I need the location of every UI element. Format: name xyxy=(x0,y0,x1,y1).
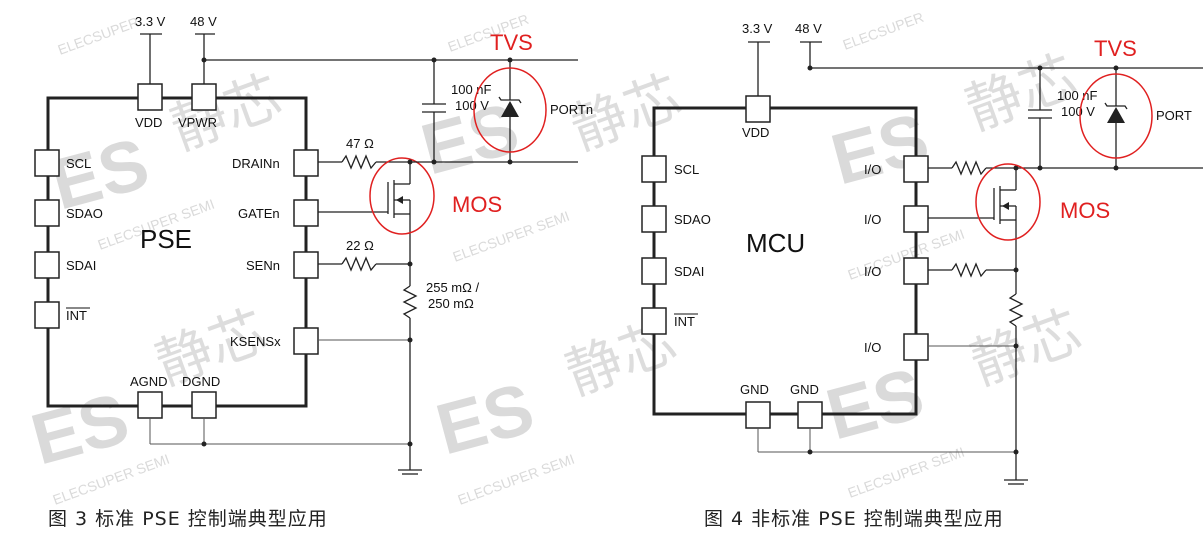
pin-gaten-label: GATEn xyxy=(238,206,280,221)
pin-vpwr-label: VPWR xyxy=(178,115,217,130)
pin-ksensx-label: KSENSx xyxy=(230,334,281,349)
pin-gnd-1 xyxy=(745,401,771,429)
r-sense-label-2: 250 mΩ xyxy=(428,296,474,311)
mcu-schematic: 3.3 V 48 V MCU VDD SCL SDAO SDAI INT I/O… xyxy=(641,21,1203,485)
mos-label: MOS xyxy=(452,192,502,217)
pin-int-label: INT xyxy=(66,308,87,323)
pin-io-4 xyxy=(903,333,929,361)
supply-48v-label: 48 V xyxy=(795,21,822,36)
pin-io-2 xyxy=(903,205,929,233)
pin-io-1 xyxy=(903,155,929,183)
mosfet-symbol xyxy=(387,162,411,266)
supply-3v3-label: 3.3 V xyxy=(135,14,166,29)
pin-sdai xyxy=(34,251,60,279)
watermark-text: ELECSUPER xyxy=(841,9,926,53)
cap-voltage: 100 V xyxy=(1061,104,1095,119)
pin-drainn xyxy=(293,149,319,177)
pin-vdd-label: VDD xyxy=(742,125,769,140)
supply-48v-label: 48 V xyxy=(190,14,217,29)
port-label: PORTn xyxy=(550,102,593,117)
pin-sdao xyxy=(641,205,667,233)
tvs-highlight xyxy=(473,67,547,153)
cap-value: 100 nF xyxy=(1057,88,1098,103)
pin-io-3 xyxy=(903,257,929,285)
watermark-logo: ES xyxy=(428,368,541,470)
mcu-chip-label: MCU xyxy=(746,228,805,258)
pin-io-2-label: I/O xyxy=(864,212,881,227)
pin-gaten xyxy=(293,199,319,227)
pin-sdao xyxy=(34,199,60,227)
watermark-logo: ES xyxy=(23,378,136,480)
pin-ksensx xyxy=(293,327,319,355)
r-sen-label: 22 Ω xyxy=(346,238,374,253)
watermark-logo: ES xyxy=(823,98,936,200)
tvs-highlight xyxy=(1079,73,1153,159)
r-drain-label: 47 Ω xyxy=(346,136,374,151)
pin-io-4-label: I/O xyxy=(864,340,881,355)
pse-chip-label: PSE xyxy=(140,224,192,254)
r-sense-label-1: 255 mΩ / xyxy=(426,280,479,295)
mos-highlight xyxy=(369,157,435,235)
watermark-cn: 静芯 xyxy=(163,64,290,163)
pin-gnd-1-label: GND xyxy=(740,382,769,397)
pin-int xyxy=(34,301,60,329)
cap-value: 100 nF xyxy=(451,82,492,97)
pin-scl-label: SCL xyxy=(66,156,91,171)
pin-senn xyxy=(293,251,319,279)
pin-agnd-label: AGND xyxy=(130,374,168,389)
pin-vdd xyxy=(137,83,163,111)
pin-io-3-label: I/O xyxy=(864,264,881,279)
pin-sdao-label: SDAO xyxy=(674,212,711,227)
pin-sdao-label: SDAO xyxy=(66,206,103,221)
pin-gnd-2-label: GND xyxy=(790,382,819,397)
mos-label: MOS xyxy=(1060,198,1110,223)
pin-io-1-label: I/O xyxy=(864,162,881,177)
pin-dgnd xyxy=(191,391,217,419)
cap-voltage: 100 V xyxy=(455,98,489,113)
tvs-label: TVS xyxy=(1094,36,1137,61)
pin-senn-label: SENn xyxy=(246,258,280,273)
pin-drainn-label: DRAINn xyxy=(232,156,280,171)
pin-scl xyxy=(34,149,60,177)
mos-highlight xyxy=(975,163,1041,241)
caption-figure-4: 图 4 非标准 PSE 控制端典型应用 xyxy=(704,508,1004,530)
port-label: PORT xyxy=(1156,108,1192,123)
pin-sdai xyxy=(641,257,667,285)
pin-vdd-label: VDD xyxy=(135,115,162,130)
caption-figure-3: 图 3 标准 PSE 控制端典型应用 xyxy=(48,508,328,530)
pse-schematic: 3.3 V 48 V PSE VDD VPWR SCL SDAO SDAI IN… xyxy=(34,14,593,475)
supply-3v3-label: 3.3 V xyxy=(742,21,773,36)
pin-sdai-label: SDAI xyxy=(674,264,704,279)
watermark-layer: ELECSUPER ELECSUPER ELECSUPER ELECSUPER … xyxy=(23,9,1090,508)
pin-scl-label: SCL xyxy=(674,162,699,177)
pin-dgnd-label: DGND xyxy=(182,374,220,389)
pin-vdd xyxy=(745,95,771,123)
pin-gnd-2 xyxy=(797,401,823,429)
pin-vpwr xyxy=(191,83,217,111)
pin-int-label: INT xyxy=(674,314,695,329)
tvs-label: TVS xyxy=(490,30,533,55)
pin-sdai-label: SDAI xyxy=(66,258,96,273)
mosfet-symbol xyxy=(993,168,1017,294)
pin-scl xyxy=(641,155,667,183)
pin-agnd xyxy=(137,391,163,419)
watermark-cn: 静芯 xyxy=(963,299,1090,398)
watermark-text: ELECSUPER xyxy=(56,14,141,58)
pin-int xyxy=(641,307,667,335)
